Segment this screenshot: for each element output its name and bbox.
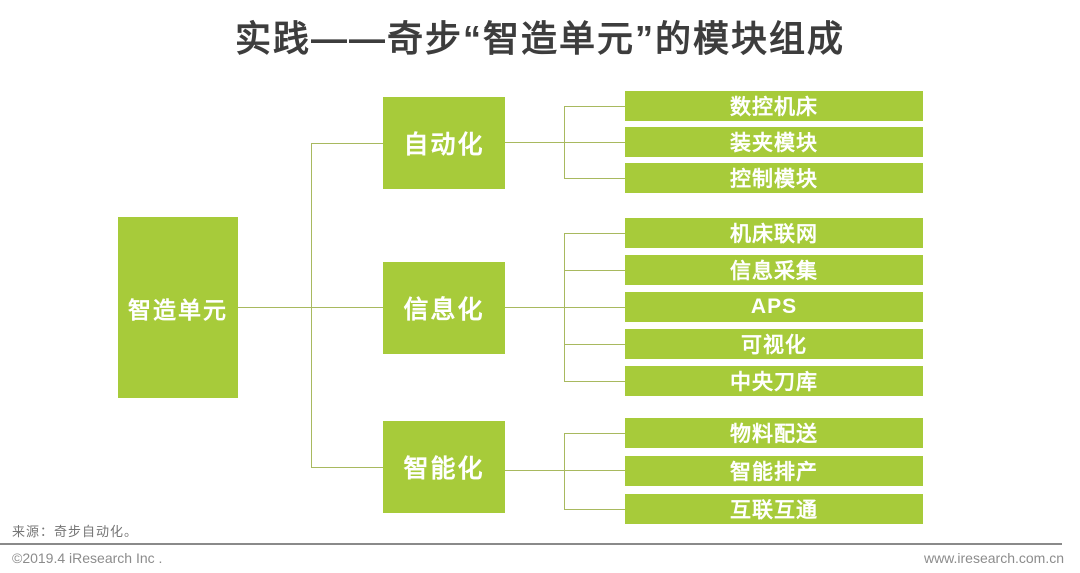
connector-line <box>564 344 625 345</box>
connector-line <box>564 178 625 179</box>
connector-line <box>311 467 383 468</box>
node-leaf: 数控机床 <box>625 91 923 121</box>
source-note: 来源：奇步自动化。 <box>12 524 139 539</box>
node-leaf: 可视化 <box>625 329 923 359</box>
footer-divider <box>0 543 1062 545</box>
connector-line <box>564 381 625 382</box>
connector-line <box>505 470 625 471</box>
node-branch-intelligence: 智能化 <box>383 421 505 513</box>
node-leaf: 智能排产 <box>625 456 923 486</box>
connector-line <box>564 106 565 179</box>
page-title: 实践——奇步“智造单元”的模块组成 <box>234 18 845 59</box>
node-root: 智造单元 <box>118 217 238 398</box>
node-leaf: APS <box>625 292 923 322</box>
connector-line <box>238 307 383 308</box>
website-text: www.iresearch.com.cn <box>923 550 1064 566</box>
connector-line <box>311 143 383 144</box>
node-leaf: 装夹模块 <box>625 127 923 157</box>
node-leaf: 机床联网 <box>625 218 923 248</box>
connector-line <box>564 433 625 434</box>
node-branch-automation: 自动化 <box>383 97 505 189</box>
connector-line <box>564 106 625 107</box>
node-leaf: 控制模块 <box>625 163 923 193</box>
connector-line <box>564 509 625 510</box>
node-leaf: 互联互通 <box>625 494 923 524</box>
connector-line <box>505 307 625 308</box>
connector-line <box>564 233 565 382</box>
node-branch-informatization: 信息化 <box>383 262 505 354</box>
connector-line <box>564 433 565 510</box>
connector-line <box>564 233 625 234</box>
copyright-text: ©2019.4 iResearch Inc . <box>12 550 163 566</box>
connector-line <box>564 270 625 271</box>
connector-line <box>505 142 625 143</box>
node-leaf: 物料配送 <box>625 418 923 448</box>
node-leaf: 中央刀库 <box>625 366 923 396</box>
node-leaf: 信息采集 <box>625 255 923 285</box>
connector-line <box>311 143 312 468</box>
